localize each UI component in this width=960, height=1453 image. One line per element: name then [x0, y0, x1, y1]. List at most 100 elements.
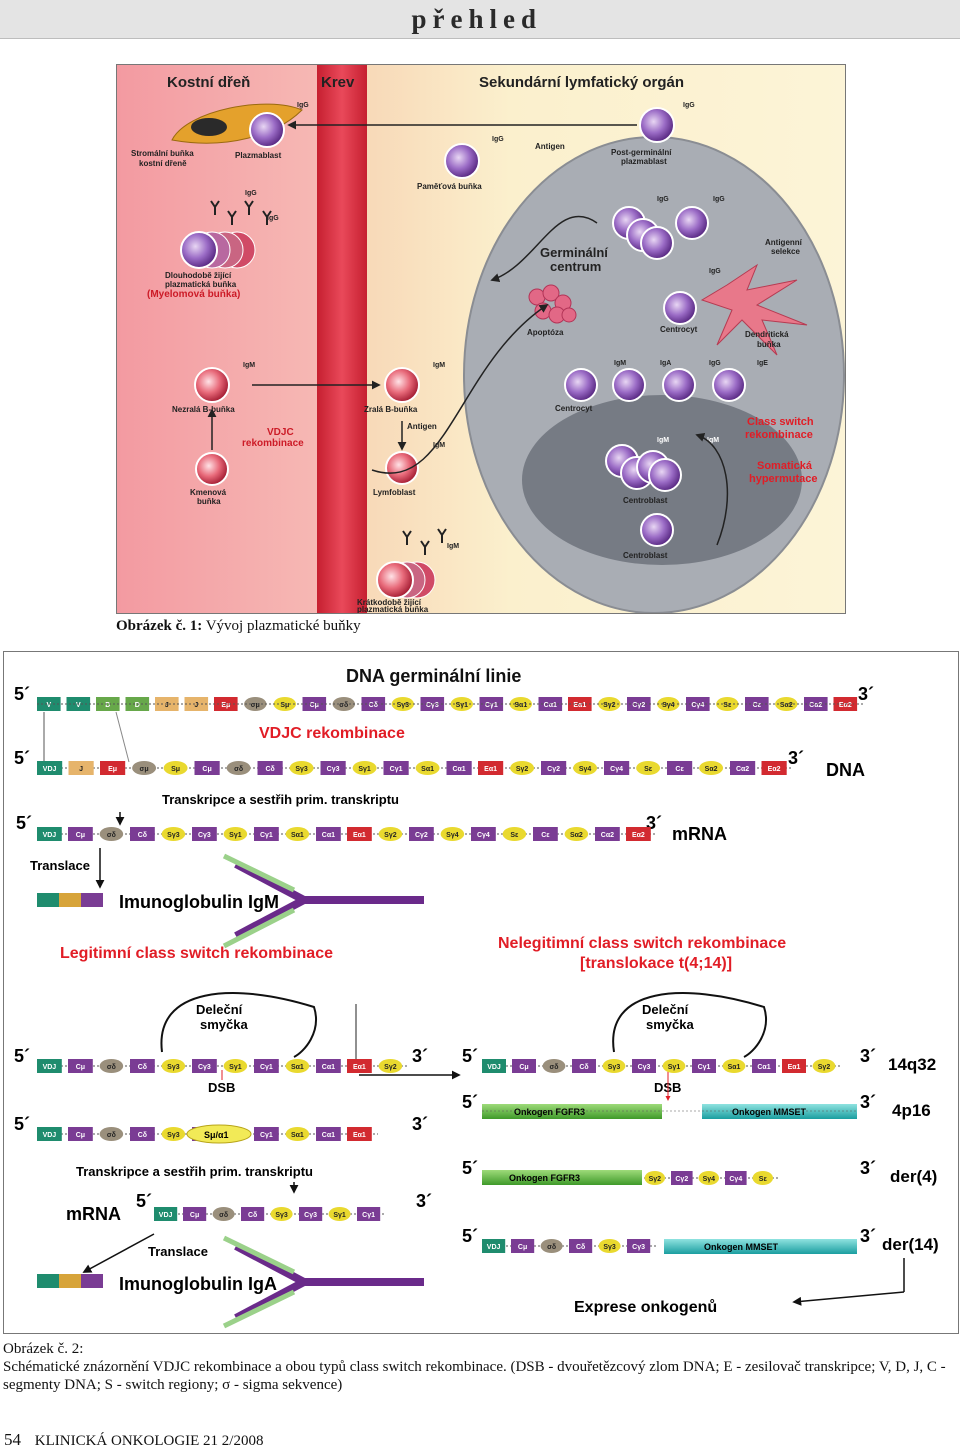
gene-segment	[692, 1059, 716, 1073]
gene-segment	[804, 697, 828, 711]
gene-segment-label: Sγ3	[608, 1064, 621, 1071]
gene-segment-label: VDJ	[43, 766, 57, 773]
gene-segment	[273, 697, 297, 711]
svg-text:IgG: IgG	[709, 360, 721, 367]
svg-text:3´: 3´	[412, 1114, 428, 1134]
svg-text:Antigen: Antigen	[535, 142, 565, 151]
gene-segment-label: Sγ3	[167, 832, 180, 839]
svg-text:5´: 5´	[136, 1191, 152, 1211]
gene-segment-label: Sε	[510, 832, 519, 839]
svg-text:Stromální buňka: Stromální buňka	[131, 149, 194, 158]
gene-segment	[285, 827, 310, 841]
svg-text:3´: 3´	[416, 1191, 432, 1211]
svg-text:IgG: IgG	[297, 102, 309, 109]
gene-segment-label: Sγ4	[579, 766, 592, 773]
gene-segment-label: Sα1	[291, 1132, 304, 1139]
region-label-organ: Sekundární lymfatický orgán	[479, 74, 684, 91]
svg-text:VDJC: VDJC	[267, 427, 294, 438]
gene-segment	[192, 827, 217, 841]
gene-segment-label: D	[105, 702, 110, 709]
igm-vdjc-row	[37, 893, 103, 907]
svg-text:Dendritická: Dendritická	[745, 330, 789, 339]
gene-segment	[510, 761, 535, 775]
svg-text:Onkogen MMSET: Onkogen MMSET	[704, 1242, 779, 1252]
gene-segment-label: Sγ1	[229, 1064, 242, 1071]
gene-segment	[332, 697, 356, 711]
gene-segment	[37, 697, 61, 711]
gene-segment-label: Sε	[759, 1176, 768, 1183]
gene-segment	[716, 697, 739, 711]
gene-segment-label: Cα1	[544, 702, 557, 709]
gene-segment-label: Cγ1	[390, 766, 403, 773]
page-footer: 54 KLINICKÁ ONKOLOGIE 21 2/2008	[4, 1430, 263, 1450]
gene-segment	[598, 1239, 621, 1253]
svg-text:IgG: IgG	[245, 190, 257, 197]
gene-segment-label: Cγ3	[426, 702, 439, 709]
gene-segment-label: σδ	[547, 1244, 556, 1251]
svg-text:IgG: IgG	[492, 136, 504, 143]
gene-segment	[440, 827, 465, 841]
igm-antibody-shape	[222, 853, 424, 949]
gene-segment-label: Sε	[644, 766, 653, 773]
svg-text:3´: 3´	[860, 1226, 876, 1246]
gene-segment	[378, 1059, 403, 1073]
svg-text:5´: 5´	[462, 1158, 478, 1178]
translation-label-2: Translace	[148, 1244, 208, 1259]
gene-segment-label: σμ	[140, 766, 149, 773]
gene-segment	[184, 697, 209, 711]
gene-segment-label: VDJ	[43, 1132, 57, 1139]
svg-text:Class switch: Class switch	[747, 416, 814, 428]
lymfoblast-cell	[385, 451, 419, 485]
gene-segment	[569, 1239, 593, 1253]
gene-segment	[352, 761, 377, 775]
gene-segment	[161, 1127, 186, 1141]
svg-text:Onkogen MMSET: Onkogen MMSET	[732, 1107, 807, 1117]
svg-text:Dlouhodobě žijící: Dlouhodobě žijící	[165, 271, 232, 280]
svg-text:Germinální: Germinální	[540, 245, 608, 260]
gene-segment-label: Cμ	[190, 1212, 199, 1219]
svg-text:5´: 5´	[14, 748, 30, 768]
gene-segment-label: Sγ1	[668, 1064, 681, 1071]
svg-text:Centrocyt: Centrocyt	[555, 404, 593, 413]
gene-segment-label: Cδ	[576, 1244, 585, 1251]
gene-segment	[698, 1171, 720, 1185]
svg-text:IgM: IgM	[614, 360, 626, 367]
gene-segment-label: Sμ	[280, 702, 289, 709]
gene-segment-label: Cμ	[310, 702, 319, 709]
svg-text:Centroblast: Centroblast	[623, 496, 668, 505]
gene-segment	[68, 761, 94, 775]
svg-text:IgG: IgG	[713, 196, 725, 203]
gene-segment	[132, 761, 157, 775]
gene-segment-label: Cγ4	[729, 1176, 742, 1183]
gene-segment	[68, 1127, 93, 1141]
gene-segment-label: σμ	[251, 702, 260, 709]
gene-segment-label: Cγ3	[638, 1064, 651, 1071]
gene-segment	[226, 761, 251, 775]
svg-text:Apoptóza: Apoptóza	[527, 328, 564, 337]
gene-segment-label: Sγ1	[456, 702, 469, 709]
gene-segment-label: Cα2	[601, 832, 614, 839]
naive-b-cell	[194, 367, 230, 403]
gene-segment	[667, 761, 693, 775]
svg-text:5´: 5´	[14, 684, 30, 704]
svg-text:5´: 5´	[16, 813, 32, 833]
svg-text:5´: 5´	[462, 1226, 478, 1246]
gene-segment	[511, 1239, 535, 1253]
blood-region	[317, 65, 367, 613]
gene-segment	[37, 1059, 62, 1073]
long-lived-plasma-cell	[180, 231, 256, 269]
gene-segment-label: σδ	[234, 766, 243, 773]
gene-segment	[446, 761, 472, 775]
gene-segment-label: Sα2	[780, 702, 793, 709]
gene-segment-label: Cα1	[322, 1132, 335, 1139]
gene-segment	[409, 827, 434, 841]
gene-segment-label: Cε	[541, 832, 550, 839]
gene-segment-label: V	[76, 702, 81, 709]
gene-segment-label: Sγ3	[603, 1244, 616, 1251]
deletion-loop-right	[612, 992, 767, 1058]
gene-segment-label: Sγ1	[229, 832, 242, 839]
gene-segment-label: Cγ3	[198, 832, 211, 839]
